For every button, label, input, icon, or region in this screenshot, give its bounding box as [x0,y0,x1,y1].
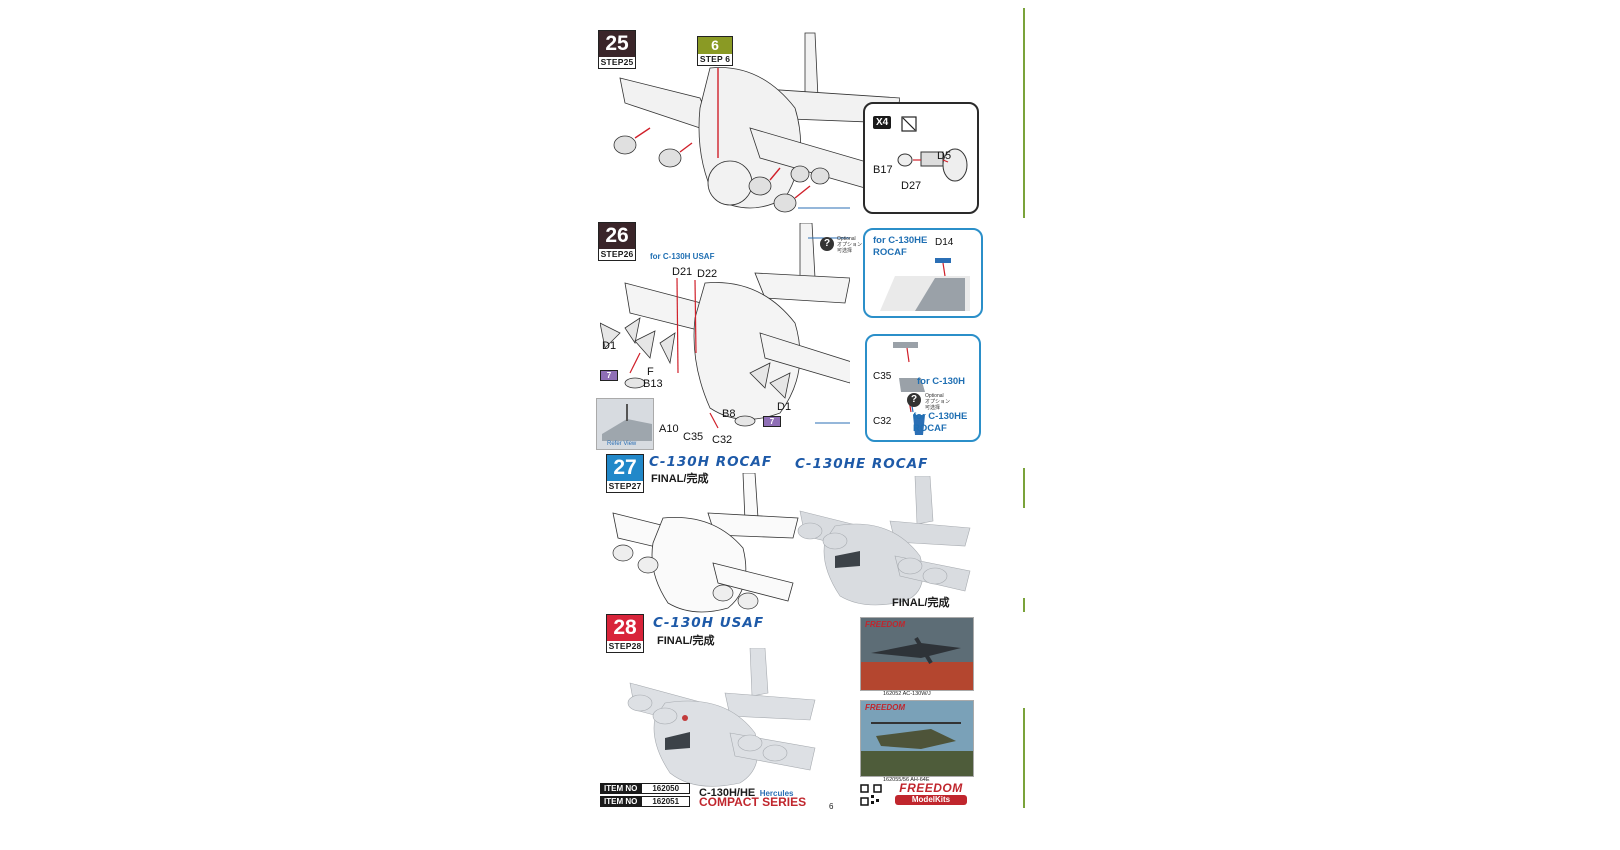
part-b17: B17 [873,164,893,176]
c130h-usaf-title: C-130H USAF [653,615,765,631]
step-7-reference-badge: 7 [763,416,781,427]
refer-view-inset: Refer View [596,398,654,450]
promo-ah64-caption: 162055/56 AH-64E [883,777,930,783]
instruction-page: 25 STEP25 6 STEP 6 [596,8,1025,850]
final-label: FINAL/完成 [651,473,709,485]
promo-ah64-artwork [861,722,973,776]
part-c32: C32 [712,434,733,446]
step-7-reference-badge: 7 [600,370,618,381]
step-6-reference-badge: 6 STEP 6 [697,36,733,66]
series-name: COMPACT SERIES [699,795,807,809]
part-d22: D22 [697,268,718,280]
part-b13: B13 [643,378,663,390]
part-d1-right: D1 [777,401,792,413]
quantity-badge: X4 [873,116,892,129]
page-edge-mark [1023,8,1025,218]
part-d14: D14 [935,237,954,248]
c130h-rocaf-title: C-130H ROCAF [649,454,773,470]
tail-fin-diagram [880,258,970,311]
optional-note: Optional オプション 可选择 [925,393,951,411]
part-c32-detail: C32 [873,416,892,427]
step-26-badge: 26 STEP26 [598,222,636,261]
promo-ac130-caption: 162052 AC-130W/J [883,691,931,697]
rocaf-he-label: for C-130HE ROCAF [873,235,928,258]
promo-ah64-box[interactable]: FREEDOM [860,700,974,777]
product-name: C-130H/HE Hercules [699,787,794,799]
optional-icon: ? [820,237,834,251]
step-25-aircraft-illustration [613,32,900,213]
c130he-rocaf-title: C-130HE ROCAF [795,456,929,472]
part-d21: D21 [672,266,693,278]
part-d27: D27 [901,180,922,192]
promo-ac130-box[interactable]: FREEDOM [860,617,974,691]
optional-note: Optional オプション 可选择 [837,236,863,254]
part-c35: C35 [683,431,704,443]
page-number: 6 [829,802,834,811]
page-edge-mark [1023,708,1025,808]
c130he-rocaf-rendering [797,476,971,606]
page-edge-mark [1023,468,1025,508]
final-label: FINAL/完成 [657,635,715,647]
final-label: FINAL/完成 [892,597,950,609]
optional-icon: ? [907,393,921,407]
variant-parts-diagram [893,342,925,435]
promo-ac130-artwork [861,636,973,690]
freedom-modelkits-logo: FREEDOM ModelKits [887,782,975,808]
engine-parts-diagram [897,148,968,182]
step-27-badge: 27 STEP27 [606,454,644,493]
part-c35-detail: C35 [873,371,892,382]
c35-c32-variant-callout: C35 for C-130H ? Optional オプション 可选择 C32 … [865,334,981,442]
page-edge-mark [1023,598,1025,612]
part-d1-left: D1 [602,340,617,352]
step-25-badge: 25 STEP25 [598,30,636,69]
part-f: F [647,366,654,378]
part-d5: D5 [937,150,952,162]
no-glue-icon [901,116,917,132]
c130h-usaf-rendering [627,648,816,787]
for-c130h-label: for C-130H [917,376,966,387]
rocaf-d14-callout: for C-130HE ROCAF D14 [863,228,983,318]
qr-code-icon[interactable] [860,784,882,806]
c130h-rocaf-line-drawing [612,473,799,613]
refer-view-illustration [602,404,652,441]
step-28-badge: 28 STEP28 [606,614,644,653]
step-25-detail-callout: X4 B17 D27 D5 [863,102,979,214]
step-26-aircraft-illustration [600,223,850,429]
usaf-variant-label: for C-130H USAF [650,252,715,261]
part-b8: B8 [722,408,736,420]
part-a10: A10 [659,423,679,435]
for-c130he-rocaf-label: for C-130HE ROCAF [913,411,968,434]
